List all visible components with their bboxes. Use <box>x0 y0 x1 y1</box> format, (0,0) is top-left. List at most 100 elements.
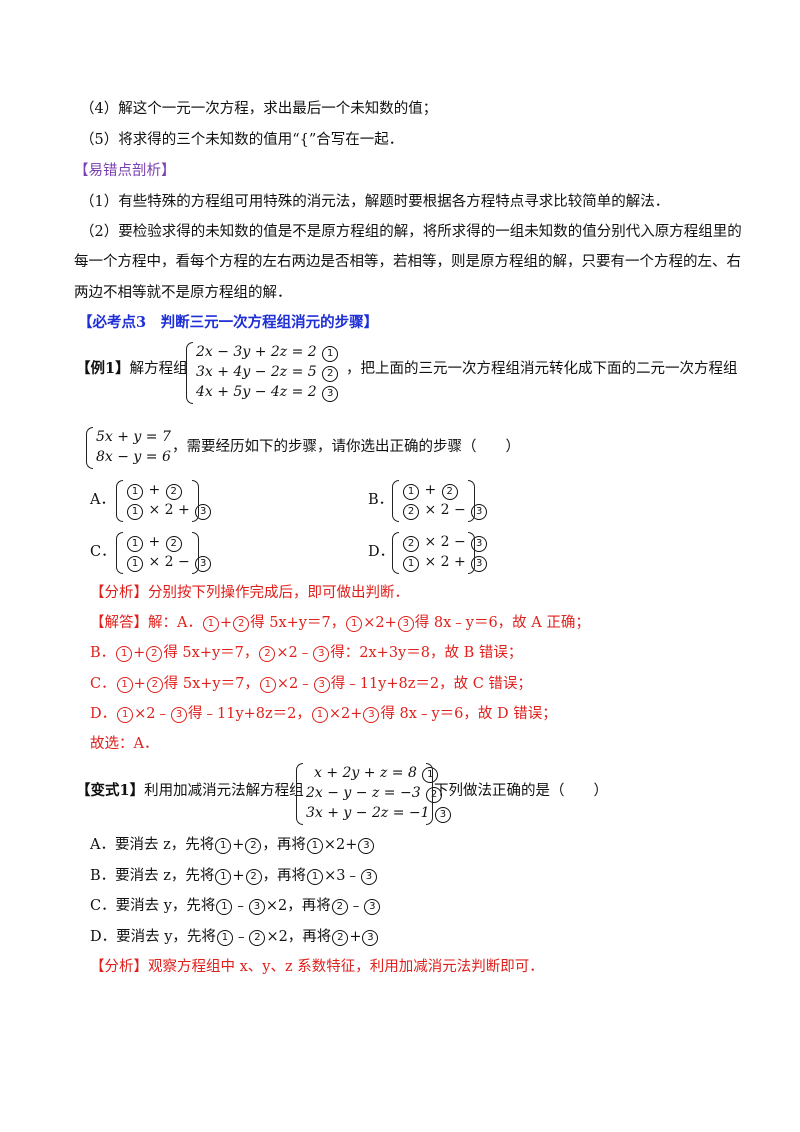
circled-number-2: 2 <box>249 930 266 946</box>
option-c-row-1: 1 + 2 <box>126 532 212 552</box>
circled-number-3: 3 <box>471 536 488 552</box>
circled-number-3: 3 <box>434 807 451 823</box>
circled-number-2: 2 <box>165 484 182 500</box>
section-heading: 【必考点3 判断三元一次方程组消元的步骤】 <box>78 314 379 331</box>
circled-number-1: 1 <box>202 616 219 632</box>
pitfall-p2-line1: （2）要检验求得的未知数的值是不是原方程组的解，将所求得的一组未知数的值分别代入… <box>80 224 742 240</box>
analysis-label: 【分析】 <box>90 585 148 601</box>
pitfall-p2-line3: 两边不相等就不是原方程组的解． <box>74 285 292 301</box>
circled-number-3: 3 <box>363 707 380 723</box>
circled-number-1: 1 <box>117 707 134 723</box>
variant1-label: 【变式1】 <box>76 782 145 799</box>
variant1-analysis-label: 【分析】 <box>90 959 148 975</box>
option-c-letter: C． <box>90 544 116 560</box>
variant1-eq-3: 3x + y − 2z = −1 3 <box>306 803 452 823</box>
example1-analysis: 【分析】分别按下列操作完成后，即可做出判断． <box>90 583 409 603</box>
pitfall-p2-line2: 每一个方程中，看每个方程的左右两边是否相等，若相等，则是原方程组的解，只要有一个… <box>74 254 741 270</box>
circled-number-2: 2 <box>259 646 276 662</box>
circled-number-3: 3 <box>397 616 414 632</box>
variant1-eq-2: 2x − y − z = −3 2 <box>306 783 452 803</box>
option-b-row-2: 2 × 2 − 3 <box>402 500 488 520</box>
option-a-row-1: 1 + 2 <box>126 480 212 500</box>
target-eq-2: 8x − y = 6 <box>96 449 171 465</box>
circled-number-3: 3 <box>195 556 212 572</box>
circled-number-2: 2 <box>233 616 250 632</box>
example1-answer-line-5: 故选：A． <box>90 736 159 752</box>
target-eq-1: 5x + y = 7 <box>96 429 171 445</box>
step-5: （5）将求得的三个未知数的值用“{”合写在一起． <box>80 132 404 148</box>
analysis-text: 分别按下列操作完成后，即可做出判断． <box>148 585 409 601</box>
circled-number-1: 1 <box>215 869 232 885</box>
circled-number-1: 1 <box>116 677 133 693</box>
example1-target-system: 5x + y = 7 8x − y = 6 <box>86 427 176 469</box>
variant1-analysis: 【分析】观察方程组中 x、y、z 系数特征，利用加减消元法判断即可． <box>90 957 544 977</box>
example1-eq-3: 4x + 5y − 4z = 2 3 <box>196 382 339 402</box>
circled-number-1: 1 <box>215 838 232 854</box>
circled-number-3: 3 <box>195 504 212 520</box>
variant1-analysis-text: 观察方程组中 x、y、z 系数特征，利用加减消元法判断即可． <box>148 959 544 975</box>
circled-number-3: 3 <box>364 899 381 915</box>
circled-number-3: 3 <box>313 646 330 662</box>
circled-number-1: 1 <box>259 677 276 693</box>
circled-number-2: 2 <box>146 646 163 662</box>
example1-eq-2: 3x + 4y − 2z = 5 2 <box>196 362 339 382</box>
option-d-row-2: 1 × 2 + 3 <box>402 552 488 572</box>
circled-number-1: 1 <box>346 616 363 632</box>
circled-number-1: 1 <box>322 346 339 362</box>
pitfall-heading: 【易错点剖析】 <box>74 163 176 179</box>
circled-number-2: 2 <box>441 484 458 500</box>
example1-system: 2x − 3y + 2z = 2 1 3x + 4y − 2z = 5 2 4x… <box>186 342 344 404</box>
circled-number-3: 3 <box>471 504 488 520</box>
circled-number-3: 3 <box>362 930 379 946</box>
circled-number-2: 2 <box>146 677 163 693</box>
example1-question: ，需要经历如下的步骤，请你选出正确的步骤（ ） <box>172 439 520 455</box>
example1-intro: 【例1】解方程组 <box>76 359 188 379</box>
circled-number-1: 1 <box>306 838 323 854</box>
circled-number-1: 1 <box>216 930 233 946</box>
option-c-row-2: 1 × 2 − 3 <box>126 552 212 572</box>
circled-number-1: 1 <box>216 899 233 915</box>
circled-number-2: 2 <box>322 366 339 382</box>
circled-number-1: 1 <box>307 869 324 885</box>
circled-number-1: 1 <box>311 707 328 723</box>
example1-label: 【例1】 <box>76 360 130 377</box>
example1-eq-1: 2x − 3y + 2z = 2 1 <box>196 342 339 362</box>
circled-number-2: 2 <box>331 899 348 915</box>
option-b-letter: B． <box>368 492 394 508</box>
option-a-letter: A． <box>90 492 115 508</box>
option-d-row-1: 2 × 2 − 3 <box>402 532 488 552</box>
variant1-suffix: 下列做法正确的是（ ） <box>434 783 608 799</box>
circled-number-2: 2 <box>403 536 419 552</box>
circled-number-3: 3 <box>360 869 377 885</box>
circled-number-2: 2 <box>245 869 262 885</box>
variant1-intro: 【变式1】利用加减消元法解方程组 <box>76 781 304 801</box>
circled-number-3: 3 <box>171 707 188 723</box>
circled-number-1: 1 <box>127 504 143 520</box>
circled-number-3: 3 <box>248 899 265 915</box>
step-4: （4）解这个一元一次方程，求出最后一个未知数的值； <box>80 101 438 117</box>
circled-number-3: 3 <box>322 386 339 402</box>
option-a-row-2: 1 × 2 + 3 <box>126 500 212 520</box>
circled-number-2: 2 <box>332 930 349 946</box>
circled-number-2: 2 <box>165 536 182 552</box>
circled-number-1: 1 <box>127 484 143 500</box>
circled-number-1: 1 <box>403 484 419 500</box>
circled-number-3: 3 <box>313 677 330 693</box>
pitfall-p1: （1）有些特殊的方程组可用特殊的消元法，解题时要根据各方程特点寻求比较简单的解法… <box>80 194 670 210</box>
option-b-row-1: 1 + 2 <box>402 480 488 500</box>
circled-number-1: 1 <box>116 646 133 662</box>
example1-suffix: ，把上面的三元一次方程组消元转化成下面的二元一次方程组 <box>346 361 738 377</box>
circled-number-3: 3 <box>471 556 488 572</box>
